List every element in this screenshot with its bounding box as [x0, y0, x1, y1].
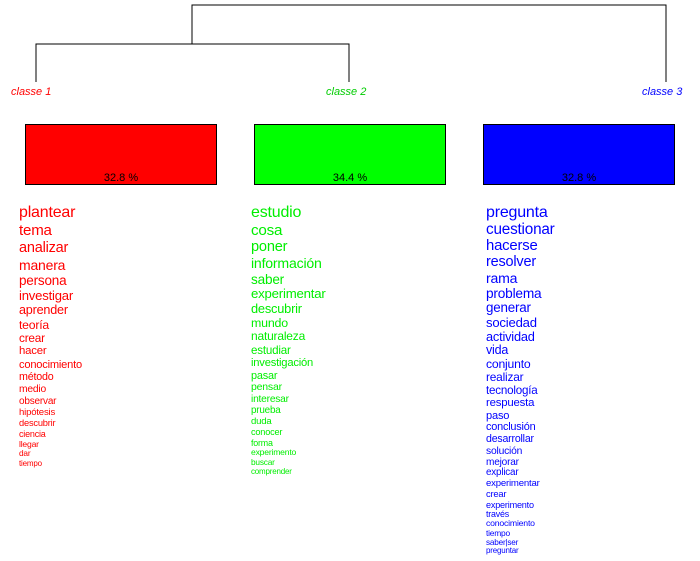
class-3-box: 32.8 % [483, 124, 675, 185]
class-3-percent: 32.8 % [561, 172, 597, 184]
class-3-word: preguntar [486, 546, 519, 556]
class-3-word: generar [486, 300, 531, 316]
class-3-word: resolver [486, 253, 536, 270]
class-2-word: descubrir [251, 300, 302, 316]
class-1-word: investigar [19, 288, 74, 304]
class-3-word: conjunto [486, 357, 531, 371]
class-1-word: dar [19, 448, 31, 459]
class-2-word: estudio [251, 204, 302, 221]
class-2-word: experimentar [251, 286, 326, 301]
class-1-word: ciencia [19, 428, 46, 439]
class-2-word: saber [251, 271, 285, 287]
class-3-word: tecnología [486, 383, 538, 397]
class-2-word: experimento [251, 446, 297, 457]
class-2-word: investigación [251, 356, 314, 369]
class-3-word: rama [486, 269, 518, 286]
class-3-word: pregunta [486, 204, 548, 221]
class-1-word: método [19, 371, 54, 384]
class-2-word: conocer [251, 427, 283, 438]
class-2-label: classe 2 [326, 86, 367, 98]
class-3-word: realizar [486, 370, 524, 385]
class-3-word: tiempo [486, 527, 510, 538]
class-2-word: pasar [251, 369, 278, 382]
class-2-word: información [251, 254, 322, 271]
class-1-word: tiempo [19, 458, 42, 468]
class-3-word: experimentar [486, 477, 540, 489]
class-1-word: manera [19, 256, 66, 273]
class-3-word: conclusión [486, 421, 536, 433]
class-3-word: explicar [486, 467, 519, 478]
class-1-percent: 32.8 % [103, 172, 139, 184]
class-2-word: duda [251, 415, 272, 427]
class-2-percent: 34.4 % [332, 172, 368, 184]
class-1-word: observar [19, 395, 57, 407]
class-1-word: conocimiento [19, 358, 82, 371]
class-3-word: crear [486, 488, 507, 500]
class-1-word: hipótesis [19, 407, 56, 418]
class-1-word: plantear [19, 204, 76, 221]
class-3-word: desarrollar [486, 432, 534, 445]
class-1-word: llegar [19, 439, 39, 450]
class-3-word: sociedad [486, 314, 537, 330]
class-1-word: descubrir [19, 418, 56, 429]
branch-root [191, 4, 667, 82]
class-3-word: través [486, 508, 509, 519]
class-1-label: classe 1 [11, 86, 52, 98]
class-2-word: interesar [251, 393, 289, 405]
class-1-word: persona [19, 272, 67, 288]
class-1-word: tema [19, 222, 52, 240]
class-1-word: medio [19, 383, 47, 395]
class-3-word: solución [486, 445, 523, 457]
class-2-word: poner [251, 239, 288, 256]
class-3-label: classe 3 [642, 86, 683, 98]
class-1-word: hacer [19, 345, 47, 358]
class-3-word: conocimiento [486, 518, 535, 529]
class-2-word: forma [251, 437, 273, 448]
class-3-word: mejorar [486, 456, 519, 468]
class-1-word: aprender [19, 303, 68, 318]
class-2-word: comprender [251, 466, 292, 476]
class-3-word: respuesta [486, 397, 535, 410]
class-3-word: actividad [486, 329, 535, 345]
class-2-word: estudiar [251, 343, 291, 357]
class-2-word: pensar [251, 380, 282, 393]
class-1-word: teoría [19, 317, 49, 332]
class-3-word: saber|ser [486, 538, 519, 548]
class-2-word: mundo [251, 316, 288, 331]
class-3-word: hacerse [486, 238, 538, 255]
class-2-word: cosa [251, 222, 283, 240]
class-2-word: prueba [251, 405, 281, 417]
class-1-box: 32.8 % [25, 124, 217, 185]
class-1-word: analizar [19, 239, 69, 256]
class-3-word: problema [486, 286, 542, 302]
class-2-word: naturaleza [251, 329, 306, 344]
class-3-word: vida [486, 343, 509, 358]
class-3-word: cuestionar [486, 220, 555, 238]
class-2-word: buscar [251, 456, 275, 467]
class-3-word: experimento [486, 499, 534, 510]
class-2-box: 34.4 % [254, 124, 446, 185]
class-3-word: paso [486, 409, 510, 422]
branch-classes-1-2 [35, 43, 350, 82]
class-1-word: crear [19, 330, 45, 345]
